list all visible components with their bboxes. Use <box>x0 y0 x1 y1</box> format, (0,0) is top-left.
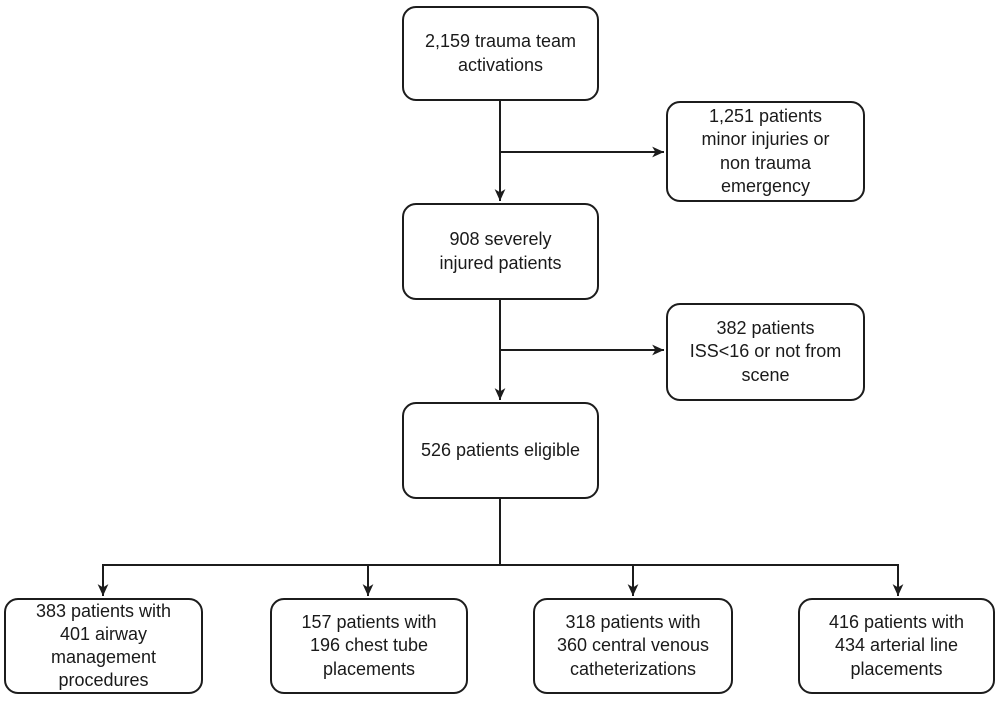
node-airway-management: 383 patients with 401 airway management … <box>4 598 203 694</box>
node-central-venous-label: 318 patients with 360 central venous cat… <box>556 612 710 679</box>
node-arterial-line: 416 patients with 434 arterial line plac… <box>798 598 995 694</box>
node-trauma-activations: 2,159 trauma team activations <box>402 6 599 101</box>
node-excluded-iss: 382 patients ISS<16 or not from scene <box>666 303 865 401</box>
node-central-venous: 318 patients with 360 central venous cat… <box>533 598 733 694</box>
node-excluded-iss-label: 382 patients ISS<16 or not from scene <box>689 318 842 385</box>
node-eligible-label: 526 patients eligible <box>420 439 581 460</box>
node-eligible: 526 patients eligible <box>402 402 599 499</box>
node-chest-tube: 157 patients with 196 chest tube placeme… <box>270 598 468 694</box>
node-excluded-minor-injuries: 1,251 patients minor injuries or non tra… <box>666 101 865 202</box>
node-trauma-activations-label: 2,159 trauma team activations <box>424 31 577 75</box>
node-chest-tube-label: 157 patients with 196 chest tube placeme… <box>301 612 437 679</box>
node-severely-injured: 908 severely injured patients <box>402 203 599 300</box>
node-airway-management-label: 383 patients with 401 airway management … <box>35 600 172 691</box>
node-severely-injured-label: 908 severely injured patients <box>439 229 562 273</box>
node-excluded-minor-injuries-label: 1,251 patients minor injuries or non tra… <box>701 106 830 196</box>
node-arterial-line-label: 416 patients with 434 arterial line plac… <box>828 612 965 679</box>
